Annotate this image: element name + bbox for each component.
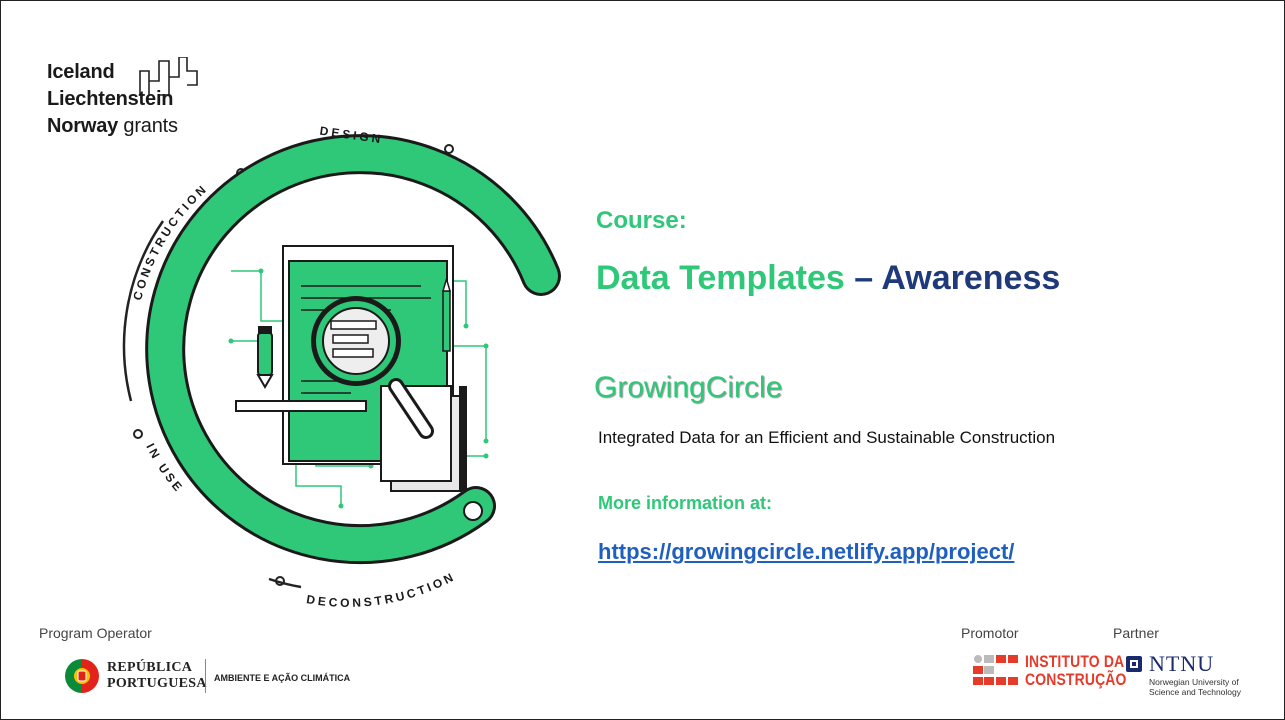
ring-dot bbox=[133, 429, 143, 439]
course-title: Data Templates – Awareness bbox=[596, 259, 1060, 298]
ntnu-name: NTNU bbox=[1149, 651, 1215, 676]
ring-segment bbox=[268, 577, 302, 589]
eea-grants-logo: Iceland Liechtenstein Norway grants bbox=[47, 43, 217, 153]
republica-line2: PORTUGUESA bbox=[107, 676, 207, 691]
course-title-main: Data Templates bbox=[596, 259, 845, 297]
ic-line1: INSTITUTO DA bbox=[1025, 652, 1125, 671]
pencil-icon bbox=[442, 290, 451, 352]
project-subtitle: Integrated Data for an Efficient and Sus… bbox=[598, 428, 1056, 447]
pencil-tip bbox=[442, 276, 451, 292]
ministry-name: AMBIENTE E AÇÃO CLIMÁTICA bbox=[214, 673, 351, 683]
divider bbox=[205, 659, 206, 693]
ntnu-subtitle-line2: Science and Technology bbox=[1149, 687, 1241, 697]
course-title-suffix: – Awareness bbox=[854, 259, 1061, 297]
funder-norway-grants: Norway grants bbox=[47, 115, 178, 137]
ntnu-logo: NTNU Norwegian University of Science and… bbox=[1125, 651, 1275, 699]
lifecycle-illustration: DESIGN CONSTRUCTION IN USE DECONSTRUCTIO… bbox=[122, 124, 561, 610]
course-label: Course: bbox=[596, 207, 687, 234]
document-shadow bbox=[459, 386, 467, 491]
marker-icon bbox=[257, 332, 273, 376]
ring-dot bbox=[444, 144, 454, 154]
magnifier-handle-inner bbox=[391, 381, 431, 436]
ntnu-subtitle-line1: Norwegian University of bbox=[1149, 677, 1239, 687]
document-sheet bbox=[380, 385, 452, 482]
project-link[interactable]: https://growingcircle.netlify.app/projec… bbox=[598, 539, 1015, 564]
instituto-construcao-logo: INSTITUTO DA CONSTRUÇÃO bbox=[973, 651, 1126, 691]
c-end-dot bbox=[463, 501, 483, 521]
label-deconstruction: DECONSTRUCTION bbox=[305, 569, 457, 610]
program-operator-label: Program Operator bbox=[39, 625, 152, 641]
funder-liechtenstein: Liechtenstein bbox=[47, 88, 174, 110]
promotor-label: Promotor bbox=[961, 625, 1019, 641]
portugal-flag-icon bbox=[65, 659, 99, 693]
grants-bars-icon bbox=[139, 57, 198, 96]
ntnu-square-icon bbox=[1126, 656, 1142, 672]
project-name: GrowingCircle bbox=[594, 371, 783, 404]
ruler bbox=[235, 400, 367, 412]
marker-cap bbox=[258, 326, 272, 334]
ring-segment bbox=[122, 220, 165, 402]
lens-content bbox=[330, 320, 377, 358]
republica-portuguesa-logo: REPÚBLICA PORTUGUESA AMBIENTE E AÇÃO CLI… bbox=[63, 657, 363, 697]
marker-tip bbox=[256, 374, 274, 389]
partner-label: Partner bbox=[1113, 625, 1159, 641]
ic-line2: CONSTRUÇÃO bbox=[1025, 670, 1127, 689]
green-c-ring bbox=[148, 137, 558, 562]
ring-dot bbox=[275, 576, 285, 586]
more-info-label: More information at: bbox=[598, 493, 772, 513]
ic-blocks-icon bbox=[973, 655, 1018, 685]
republica-line1: REPÚBLICA bbox=[107, 660, 193, 675]
funder-iceland: Iceland bbox=[47, 61, 115, 83]
